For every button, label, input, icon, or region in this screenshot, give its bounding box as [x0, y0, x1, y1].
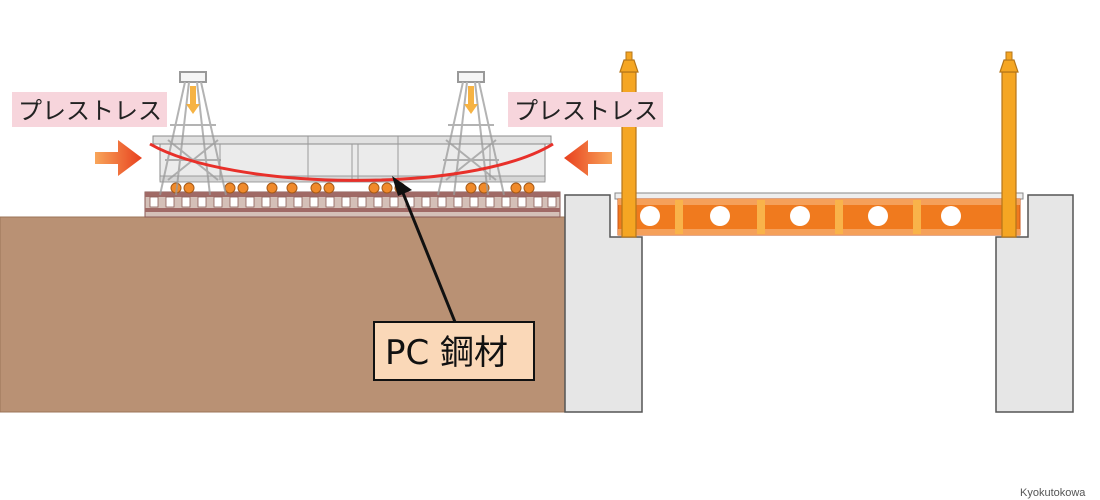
pc-steel-cable [149, 142, 554, 182]
bent-right [999, 51, 1019, 238]
pc-callout-arrowhead [392, 176, 412, 196]
prestress-arrow-right [564, 140, 612, 176]
bent-left [619, 51, 639, 238]
pc-callout-leader [399, 187, 457, 323]
right-abutment [995, 194, 1074, 413]
prestress-label-left-bg [12, 92, 167, 127]
jack-frame-right [437, 71, 505, 196]
prestress-arrow-left [95, 140, 142, 176]
prestress-label-left: プレストレス [18, 97, 162, 125]
prestress-label-right-bg [508, 92, 663, 127]
ground [0, 216, 566, 413]
prestress-label-right: プレストレス [514, 97, 658, 125]
girder-openings [640, 206, 961, 226]
rail-track [144, 191, 561, 218]
jack-load-arrows [186, 86, 478, 114]
steel-girder [614, 192, 1024, 236]
pc-steel-label: PC 鋼材 [385, 333, 508, 373]
left-abutment [564, 194, 643, 413]
credit-text: Kyokutokowa [1020, 487, 1086, 499]
pc-callout-box [373, 321, 535, 381]
